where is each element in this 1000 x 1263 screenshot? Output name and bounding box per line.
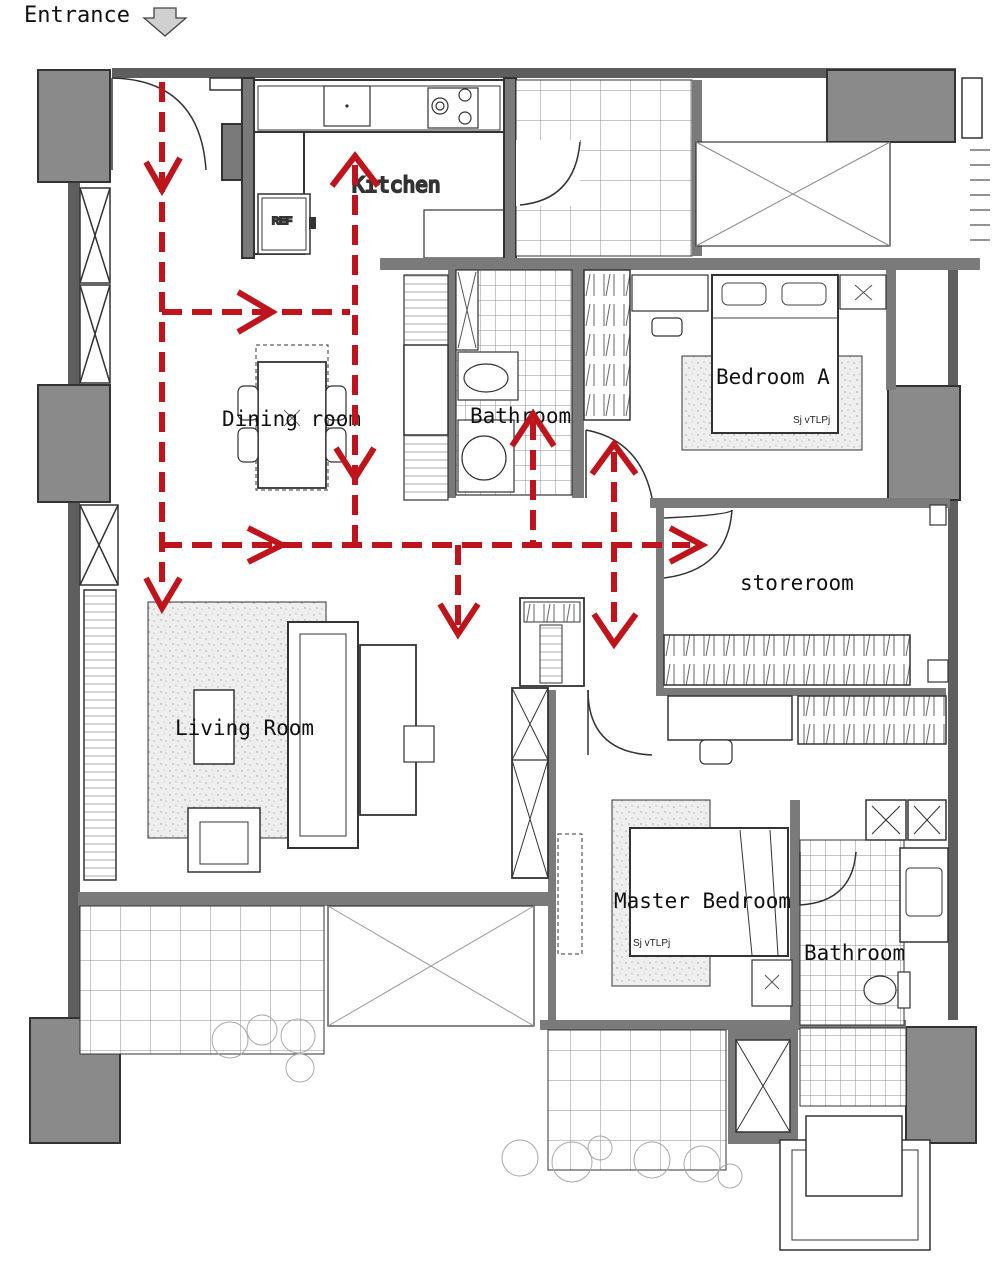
arrow-up-icon [589,438,639,476]
arrow-up-icon [509,408,557,448]
laundry-area [515,77,990,257]
living-room-label: Living Room [175,716,314,740]
down-arrow-icon [142,7,188,37]
plants [211,1014,743,1189]
bedroom-a-tag: Sj vTLPj [793,415,830,426]
bathroom-1-label: Bathroom [470,404,571,428]
pillar [887,385,961,501]
arrow-right-icon [668,525,709,565]
pillars [29,69,977,1144]
stove-icon [427,87,479,129]
storeroom: storeroom [663,504,949,686]
path-arrowheads [143,151,709,650]
master-bedroom-label: Master Bedroom [614,889,791,913]
bedroom-a: Bedroom A Sj vTLPj [583,269,887,499]
arrow-down-icon [333,446,377,484]
storeroom-label: storeroom [740,571,854,595]
balconies [79,905,931,1251]
bathroom-1: Bathroom [403,269,573,501]
kitchen-area: REF Kitchen [221,77,517,269]
bathroom-2-label: Bathroom [804,941,905,965]
arrow-down-icon [591,612,639,650]
dining-room: Dining room [222,344,361,491]
pillar [826,69,956,143]
arrow-down-icon [437,602,481,640]
master-bed-tag: Sj vTLPj [633,938,670,949]
bathroom-2: Bathroom [799,799,949,1107]
entry-door [111,77,243,171]
arrow-up-icon [329,151,381,188]
kitchen-label: Kitchen [352,173,441,197]
entrance-marker: Entrance [24,3,188,37]
pillar [37,384,111,503]
outer-walls [68,68,958,1020]
bedroom-a-label: Bedroom A [716,365,830,389]
arrow-right-icon [236,289,278,335]
entrance-label: Entrance [24,3,130,28]
left-windows [79,187,119,881]
master-bedroom: Master Bedroom Sj vTLPj [557,695,947,1007]
arrow-right-icon [246,525,289,565]
hall-cabinets [511,597,653,879]
pillar [905,1026,977,1144]
pillar [37,69,111,183]
dining-room-label: Dining room [222,407,361,431]
fridge-label: REF [272,216,292,227]
living-room: Living Room [147,601,435,873]
arrow-down-icon [143,576,183,615]
